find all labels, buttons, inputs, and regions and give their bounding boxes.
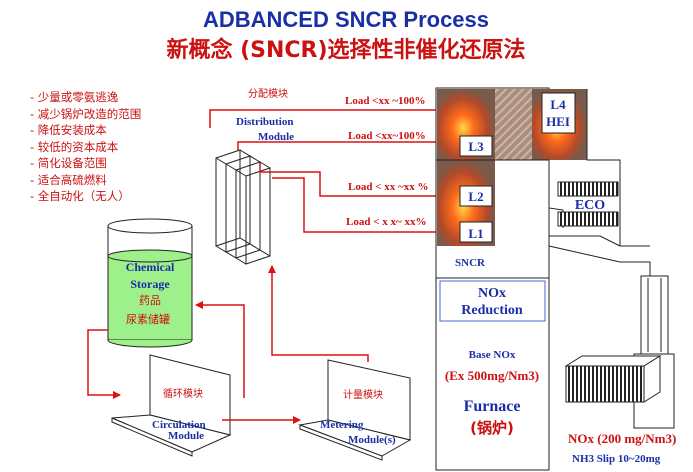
distribution-feed-lines	[209, 106, 516, 236]
injection-level-l2: L2	[459, 185, 493, 207]
injection-level-l4: L4 HEI	[541, 92, 576, 134]
benefit-item: - 简化设备范围	[30, 156, 107, 170]
nh3-slip-label: NH3 Slip 10~20mg	[572, 453, 661, 465]
chemical-storage-cn-label-2: 尿素储罐	[126, 312, 170, 326]
injection-level-l1: L1	[459, 221, 493, 243]
metering-module: 计量模块 Metering Module(s)	[298, 359, 412, 461]
level-l4-label: L4	[550, 97, 566, 112]
subtitle: 新概念 (SNCR)选择性非催化还原法	[166, 37, 525, 63]
load-label-l4: Load <xx ~100%	[345, 95, 425, 107]
benefit-item: - 降低安装成本	[30, 123, 107, 137]
level-l4-hei-label: HEI	[546, 114, 570, 129]
chemical-piping	[87, 265, 369, 424]
circulation-module-label-line1: Circulation	[152, 419, 206, 431]
chemical-storage-tank: Chemical Storage 药品 尿素储罐	[107, 218, 193, 348]
distribution-module	[215, 149, 271, 265]
metering-module-cn-label: 计量模块	[343, 388, 383, 401]
distribution-module-label-line2: Module	[258, 131, 294, 143]
metering-module-label-line1: Metering	[320, 419, 364, 431]
benefit-item: - 减少锅炉改造的范围	[30, 107, 141, 121]
base-nox-label: Base NOx	[469, 349, 516, 361]
load-label-l2: Load < xx ~xx %	[348, 181, 428, 193]
outlet-catalyst-block	[564, 355, 662, 403]
injection-level-l3: L3	[459, 135, 493, 157]
benefit-item: - 全自动化（无人）	[30, 189, 130, 203]
circulation-module-label-line2: Module	[168, 430, 204, 442]
load-label-l1: Load < x x~ xx%	[346, 216, 426, 228]
level-l2-label: L2	[468, 189, 483, 204]
base-nox-value: (Ex 500mg/Nm3)	[445, 368, 539, 383]
distribution-module-label-line1: Distribution	[236, 116, 293, 128]
level-l3-label: L3	[468, 139, 484, 154]
nox-reduction-line2: Reduction	[461, 303, 523, 318]
chemical-storage-cn-label-1: 药品	[139, 294, 161, 307]
furnace	[435, 87, 587, 471]
outlet-nox-label: NOx (200 mg/Nm3)	[568, 431, 676, 446]
nox-reduction-box: NOx Reduction	[439, 280, 546, 322]
chemical-storage-label-line1: Chemical	[126, 260, 175, 274]
eco-tubes	[557, 181, 619, 197]
main-title: ADBANCED SNCR Process	[203, 7, 489, 32]
metering-module-label-line2: Module(s)	[348, 434, 396, 446]
load-label-l3: Load <xx~100%	[348, 130, 426, 142]
nox-reduction-line1: NOx	[478, 286, 506, 301]
furnace-cn-label: (锅炉)	[470, 419, 514, 437]
benefits-list: - 少量或零氨逃逸 - 减少锅炉改造的范围 - 降低安装成本 - 较低的资本成本…	[30, 90, 141, 203]
eco-tubes-lower	[557, 211, 619, 227]
chemical-storage-label-line2: Storage	[130, 277, 170, 291]
benefit-item: - 适合高硫燃料	[30, 173, 107, 187]
furnace-label: Furnace	[464, 398, 521, 415]
eco-label: ECO	[575, 198, 605, 213]
convective-pass	[548, 89, 651, 276]
circulation-module: 循环模块 Circulation Module	[111, 354, 232, 457]
distribution-module-cn-label: 分配模块	[248, 88, 288, 100]
exhaust-duct	[633, 275, 675, 429]
circulation-module-cn-label: 循环模块	[163, 387, 203, 400]
benefit-item: - 少量或零氨逃逸	[30, 90, 119, 104]
benefit-item: - 较低的资本成本	[30, 140, 119, 154]
level-l1-label: L1	[468, 226, 483, 241]
sncr-label: SNCR	[455, 257, 486, 269]
